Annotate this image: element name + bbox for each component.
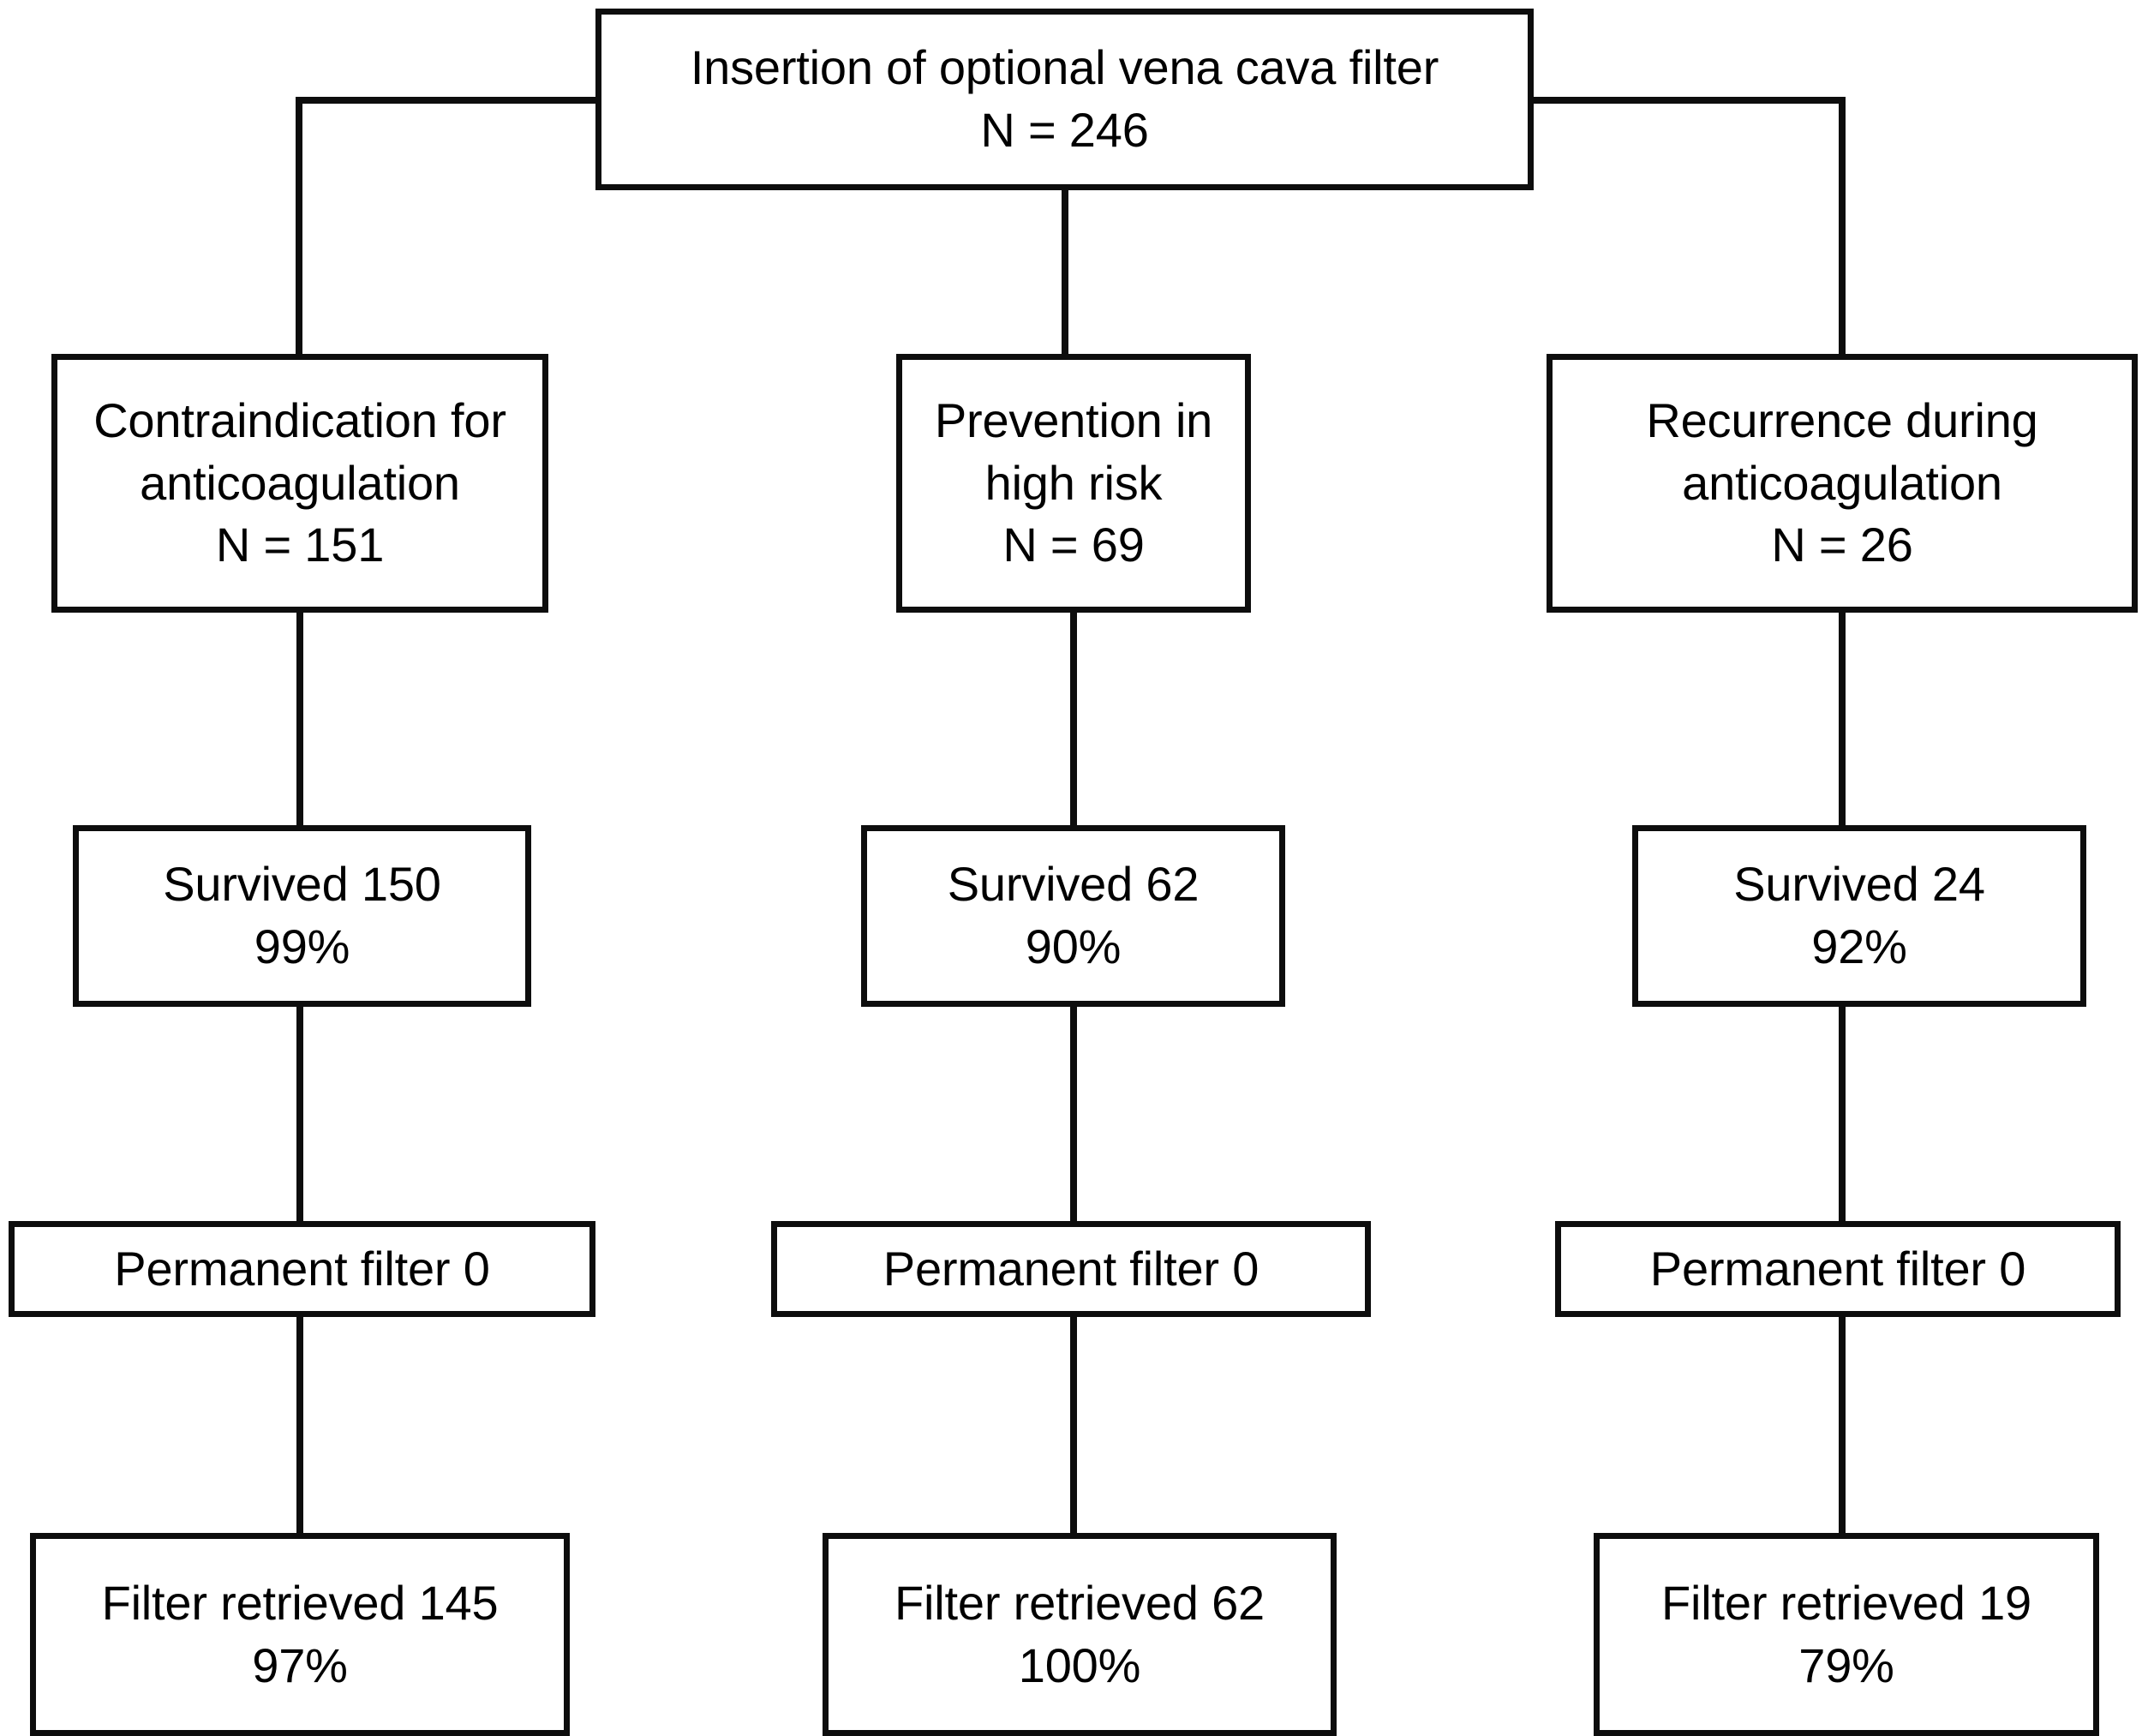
connector-root-to-left-vertical — [296, 97, 302, 356]
connector-root-to-left-horizontal — [296, 97, 599, 104]
connector-col2-indication-to-survived — [1070, 609, 1077, 829]
connector-col3-indication-to-survived — [1839, 609, 1846, 829]
contraindication-label-line1: Contraindication for — [93, 392, 506, 447]
prevention-retrieved-percent: 100% — [1018, 1637, 1141, 1692]
connector-root-to-right-vertical — [1839, 97, 1846, 356]
node-contraindication-indication: Contraindication for anticoagulation N =… — [51, 354, 548, 613]
node-recurrence-permanent-filter: Permanent filter 0 — [1555, 1221, 2121, 1317]
node-contraindication-filter-retrieved: Filter retrieved 145 97% — [30, 1533, 570, 1736]
root-count: N = 246 — [980, 103, 1149, 157]
node-prevention-permanent-filter: Permanent filter 0 — [771, 1221, 1371, 1317]
prevention-count: N = 69 — [1002, 518, 1145, 572]
connector-root-to-right-horizontal — [1530, 97, 1846, 104]
recurrence-retrieved-count: Filter retrieved 19 — [1661, 1575, 2031, 1630]
recurrence-retrieved-percent: 79% — [1798, 1637, 1894, 1692]
node-prevention-indication: Prevention in high risk N = 69 — [896, 354, 1251, 613]
connector-col2-survived-to-permanent — [1070, 1003, 1077, 1224]
recurrence-survived-count: Survived 24 — [1733, 857, 1985, 912]
prevention-label-line1: Prevention in — [934, 392, 1213, 447]
recurrence-label-line1: Recurrence during — [1646, 392, 2038, 447]
connector-col3-survived-to-permanent — [1839, 1003, 1846, 1224]
prevention-survived-count: Survived 62 — [947, 857, 1200, 912]
recurrence-survived-percent: 92% — [1811, 919, 1907, 973]
contraindication-count: N = 151 — [215, 518, 385, 572]
contraindication-retrieved-percent: 97% — [252, 1637, 348, 1692]
prevention-permanent-filter-label: Permanent filter 0 — [883, 1241, 1259, 1296]
connector-col2-permanent-to-retrieved — [1070, 1314, 1077, 1536]
node-root-insertion: Insertion of optional vena cava filter N… — [595, 9, 1534, 190]
node-recurrence-filter-retrieved: Filter retrieved 19 79% — [1594, 1533, 2099, 1736]
recurrence-count: N = 26 — [1771, 518, 1913, 572]
node-prevention-filter-retrieved: Filter retrieved 62 100% — [823, 1533, 1337, 1736]
recurrence-permanent-filter-label: Permanent filter 0 — [1649, 1241, 2026, 1296]
node-recurrence-indication: Recurrence during anticoagulation N = 26 — [1547, 354, 2138, 613]
connector-col1-survived-to-permanent — [296, 1003, 303, 1224]
root-label: Insertion of optional vena cava filter — [690, 40, 1439, 95]
node-contraindication-survived: Survived 150 99% — [73, 825, 531, 1007]
connector-col3-permanent-to-retrieved — [1839, 1314, 1846, 1536]
node-contraindication-permanent-filter: Permanent filter 0 — [9, 1221, 595, 1317]
node-prevention-survived: Survived 62 90% — [861, 825, 1285, 1007]
connector-col1-indication-to-survived — [296, 609, 303, 829]
recurrence-label-line2: anticoagulation — [1682, 455, 2002, 510]
prevention-retrieved-count: Filter retrieved 62 — [894, 1575, 1265, 1630]
contraindication-survived-count: Survived 150 — [163, 857, 441, 912]
node-recurrence-survived: Survived 24 92% — [1632, 825, 2086, 1007]
prevention-label-line2: high risk — [984, 455, 1163, 510]
connector-col1-permanent-to-retrieved — [296, 1314, 303, 1536]
contraindication-retrieved-count: Filter retrieved 145 — [101, 1575, 499, 1630]
connector-root-to-center-vertical — [1062, 187, 1068, 356]
contraindication-label-line2: anticoagulation — [140, 455, 460, 510]
contraindication-survived-percent: 99% — [254, 919, 350, 973]
prevention-survived-percent: 90% — [1025, 919, 1122, 973]
contraindication-permanent-filter-label: Permanent filter 0 — [114, 1241, 490, 1296]
